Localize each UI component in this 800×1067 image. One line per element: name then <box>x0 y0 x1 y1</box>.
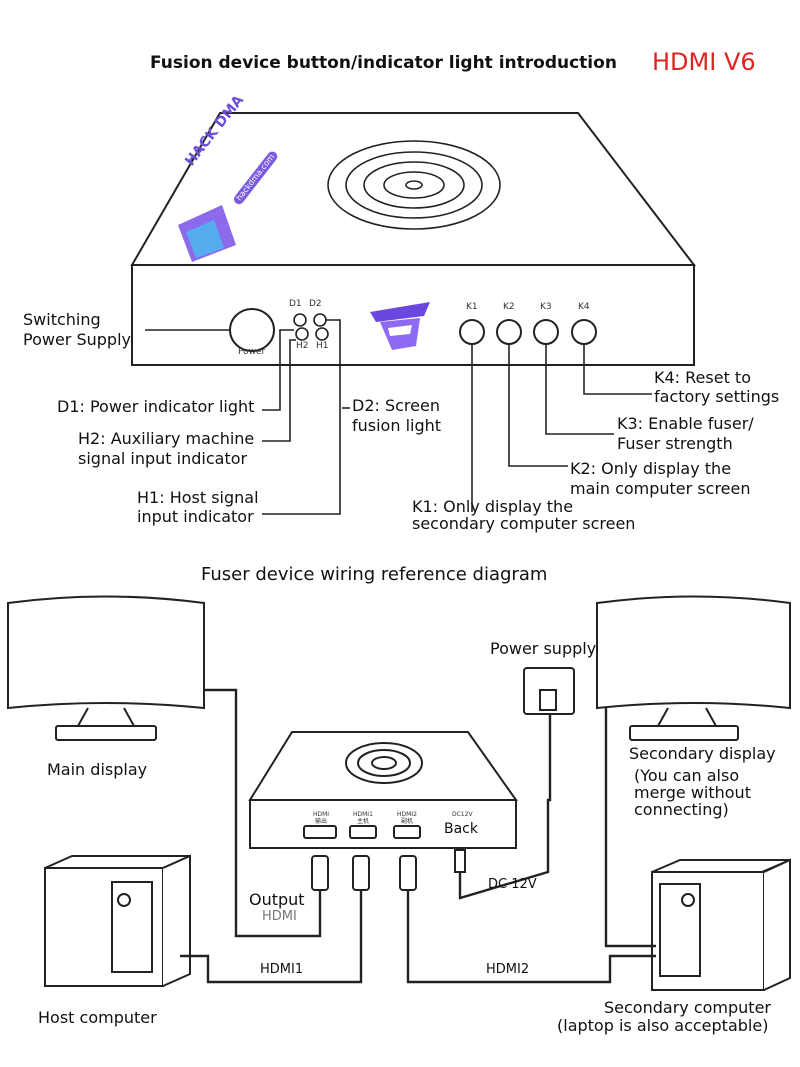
cables <box>180 688 656 984</box>
indicator-d2-label: D2 <box>309 299 322 309</box>
hdmi1-cable-label: HDMI1 <box>260 962 304 977</box>
page-title: Fusion device button/indicator light int… <box>150 53 617 73</box>
port-dc-label: DC12V <box>452 811 473 818</box>
wiring-title: Fuser device wiring reference diagram <box>201 564 548 585</box>
indicator-lights <box>293 313 329 341</box>
callout-k1-line2: secondary computer screen <box>412 514 636 533</box>
port-in1-label: HDMI1 <box>353 811 373 818</box>
port-in2-label: HDMI2 <box>397 811 417 818</box>
output-hdmi-line2: HDMI <box>262 909 297 924</box>
secondary-note-line2: merge without <box>634 783 751 802</box>
host-computer-label: Host computer <box>38 1008 157 1027</box>
secondary-note-line3: connecting) <box>634 800 729 819</box>
port-in1-sub-label: 主机 <box>357 818 370 825</box>
key-k2-label: K2 <box>503 302 515 312</box>
callout-d2-line1: D2: Screen <box>352 396 440 415</box>
output-hdmi-line1: Output <box>249 890 305 909</box>
model-label: HDMI V6 <box>652 48 756 76</box>
callout-k3-line2: Fuser strength <box>617 434 733 453</box>
power-button <box>229 308 275 352</box>
key-k3-label: K3 <box>540 302 552 312</box>
callout-h1-line2: input indicator <box>137 507 254 526</box>
callout-k2-line1: K2: Only display the <box>570 459 732 478</box>
secondary-note-line1: (You can also <box>634 766 740 785</box>
secondary-display-icon <box>596 595 791 741</box>
key-k1-label: K1 <box>466 302 478 312</box>
hdmi2-cable-label: HDMI2 <box>486 962 530 977</box>
power-supply-label: Power supply <box>490 639 597 658</box>
indicator-h1-label: H1 <box>316 341 329 351</box>
hackdma-logo-icon <box>178 205 236 262</box>
indicator-d1-label: D1 <box>289 299 302 309</box>
port-out-label: HDMI <box>313 811 330 818</box>
callout-k1-line1: K1: Only display the <box>412 497 574 516</box>
port-in2-sub-label: 副机 <box>401 818 414 825</box>
key-buttons <box>459 319 597 345</box>
dc-12v-label: DC 12V <box>488 877 537 892</box>
port-out-sub-label: 输出 <box>315 818 328 825</box>
port-back-label: Back <box>444 821 478 837</box>
secondary-computer-line2: (laptop is also acceptable) <box>557 1016 769 1035</box>
callout-d1: D1: Power indicator light <box>57 397 255 416</box>
hdmi-plugs <box>311 849 466 891</box>
hacker-mascot-icon <box>370 302 430 350</box>
callout-lines <box>145 319 652 515</box>
callout-switching-power-line1: Switching <box>23 310 101 329</box>
main-display-label: Main display <box>47 760 148 779</box>
secondary-computer-line1: Secondary computer <box>604 998 771 1017</box>
secondary-display-label: Secondary display <box>629 744 776 763</box>
callout-k4-line2: factory settings <box>654 387 780 406</box>
power-button-label: Power <box>238 347 266 357</box>
callout-h1-line1: H1: Host signal <box>137 488 259 507</box>
power-socket-icon <box>523 667 575 715</box>
indicator-h2-label: H2 <box>296 341 309 351</box>
callout-d2-line2: fusion light <box>352 416 442 435</box>
callout-k4-line1: K4: Reset to <box>654 368 751 387</box>
callout-k3-line1: K3: Enable fuser/ <box>617 414 754 433</box>
key-k4-label: K4 <box>578 302 590 312</box>
callout-k2-line2: main computer screen <box>570 479 751 498</box>
secondary-computer-icon <box>651 858 791 991</box>
fuser-device-small <box>248 731 518 849</box>
callout-h2-line1: H2: Auxiliary machine <box>78 429 255 448</box>
main-display-icon <box>7 595 205 741</box>
callout-switching-power-line2: Power Supply <box>23 330 131 349</box>
fan-grill <box>327 140 501 230</box>
callout-h2-line2: signal input indicator <box>78 449 248 468</box>
host-computer-icon <box>44 854 191 987</box>
